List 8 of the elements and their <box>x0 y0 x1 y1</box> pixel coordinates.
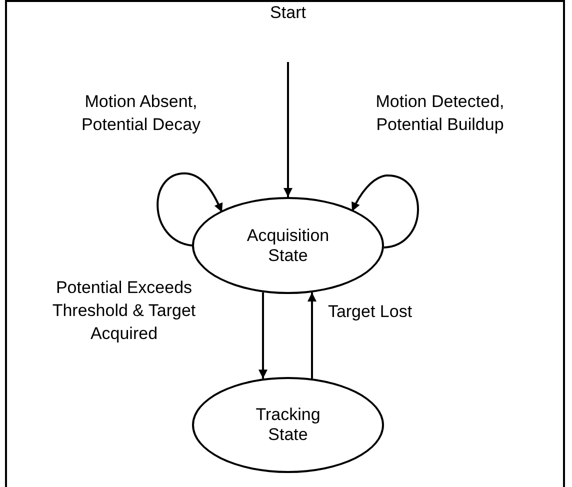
arrow <box>258 292 268 379</box>
arrow <box>351 174 419 248</box>
arrow <box>284 62 292 197</box>
state-ellipse: Acquisition State <box>192 197 384 294</box>
state-ellipse: Tracking State <box>192 377 384 473</box>
arrow <box>308 292 316 379</box>
start-label: Start <box>248 0 328 26</box>
arrow <box>156 172 223 246</box>
